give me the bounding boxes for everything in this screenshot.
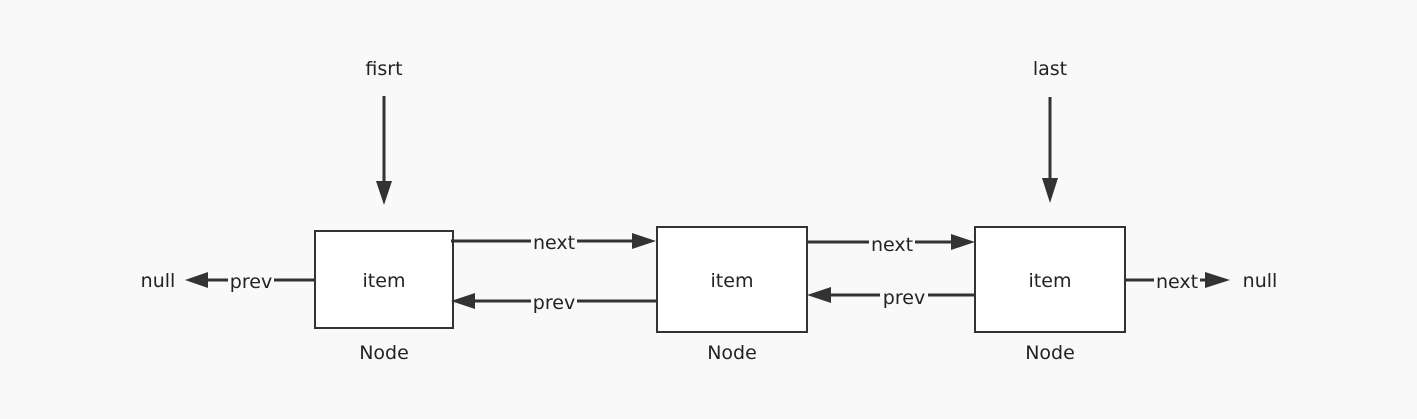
null-right-label: null [1243, 270, 1278, 292]
node-1: item Node [314, 230, 454, 364]
node-3-box [974, 226, 1126, 333]
last-pointer-arrow [1042, 97, 1058, 203]
node-2-box [656, 226, 808, 333]
node-1-item-label: item [363, 270, 406, 292]
first-pointer-arrow [376, 96, 392, 205]
node-2-caption: Node [707, 342, 757, 364]
node-2: item Node [656, 226, 808, 364]
n1-to-n2-next-label: next [533, 232, 575, 254]
node-3: item Node [974, 226, 1126, 364]
node-3-caption: Node [1025, 342, 1075, 364]
n3-to-n2-prev-label: prev [883, 287, 925, 309]
right-next-label: next [1156, 271, 1198, 293]
node-1-box [314, 230, 454, 329]
n2-to-n1-prev-label: prev [533, 292, 575, 314]
node-3-item-label: item [1029, 270, 1072, 292]
first-pointer-label: fisrt [365, 58, 402, 80]
null-left-label: null [141, 270, 176, 292]
n2-to-n3-next-label: next [871, 234, 913, 256]
last-pointer-label: last [1033, 58, 1067, 80]
node-1-caption: Node [359, 342, 409, 364]
node-2-item-label: item [711, 270, 754, 292]
left-prev-label: prev [230, 271, 272, 293]
